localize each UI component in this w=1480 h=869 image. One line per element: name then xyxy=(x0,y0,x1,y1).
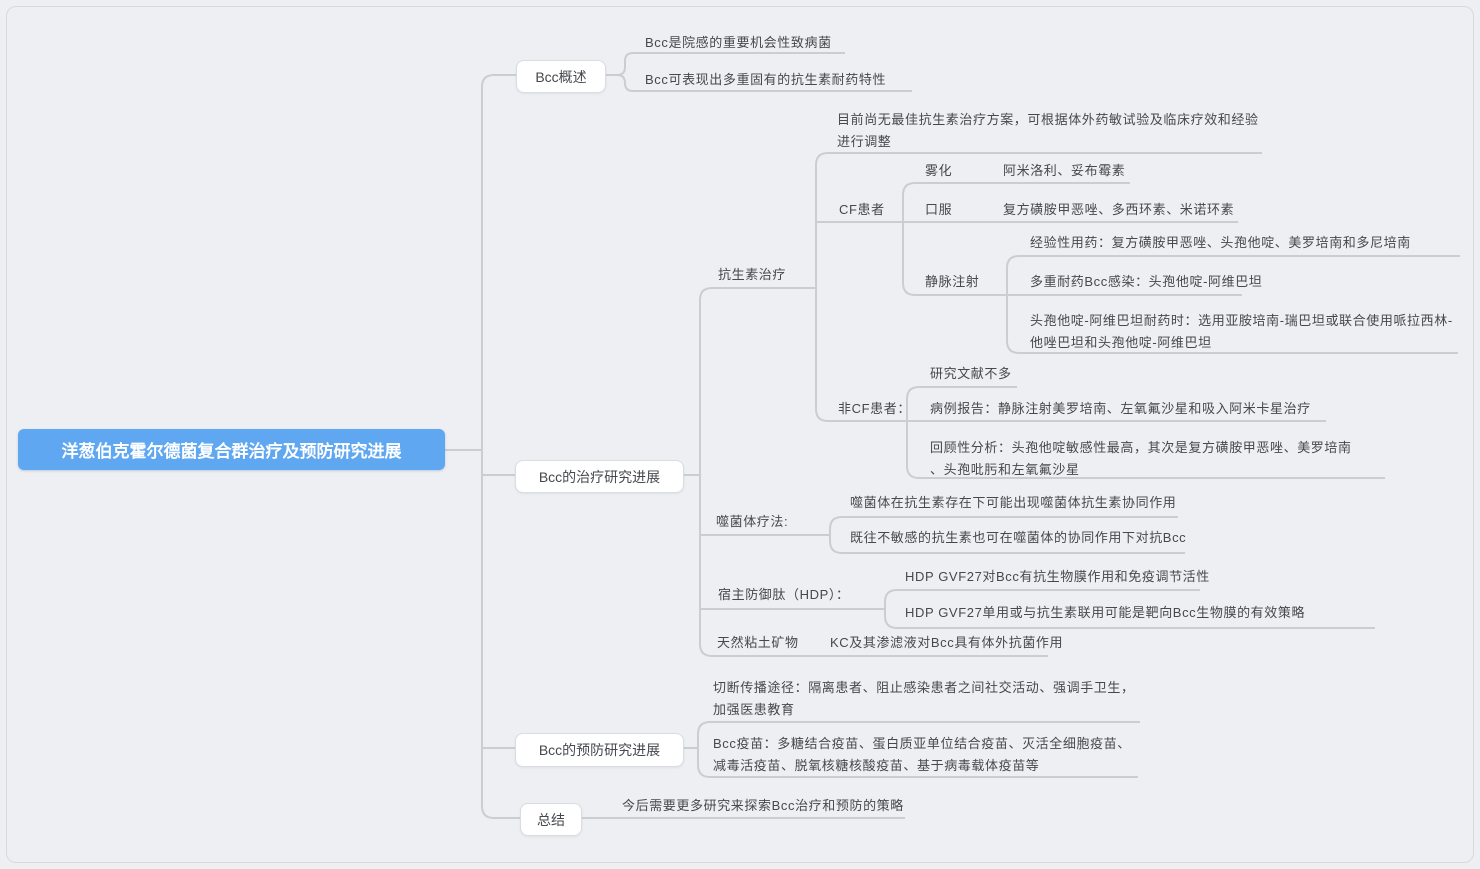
node-iv-resistant-line2: 他唑巴坦和头孢他啶-阿维巴坦 xyxy=(1030,335,1212,350)
node-bcc-resistance[interactable]: Bcc可表现出多重固有的抗生素耐药特性 xyxy=(645,72,887,87)
node-cut-transmission-line1: 切断传播途径：隔离患者、阻止感染患者之间社交活动、强调手卫生， xyxy=(713,680,1135,695)
node-antibiotic-therapy[interactable]: 抗生素治疗 xyxy=(718,267,787,282)
node-hdp-gvf27-strategy[interactable]: HDP GVF27单用或与抗生素联用可能是靶向Bcc生物膜的有效策略 xyxy=(905,605,1306,620)
node-iv-resistant[interactable]: 头孢他啶-阿维巴坦耐药时：选用亚胺培南-瑞巴坦或联合使用哌拉西林- 他唑巴坦和头… xyxy=(1030,310,1453,354)
node-iv-empirical[interactable]: 经验性用药：复方磺胺甲恶唑、头孢他啶、美罗培南和多尼培南 xyxy=(1030,235,1411,250)
branch-overview-topic[interactable]: Bcc概述 xyxy=(516,60,606,93)
branch-prevention-topic[interactable]: Bcc的预防研究进展 xyxy=(515,733,684,767)
node-bcc-vaccine[interactable]: Bcc疫苗：多糖结合疫苗、蛋白质亚单位结合疫苗、灭活全细胞疫苗、 减毒活疫苗、脱… xyxy=(713,733,1131,777)
node-future-research[interactable]: 今后需要更多研究来探索Bcc治疗和预防的策略 xyxy=(622,798,904,813)
node-phage-synergy[interactable]: 噬菌体在抗生素存在下可能出现噬菌体抗生素协同作用 xyxy=(850,495,1177,510)
node-noncf-few-studies[interactable]: 研究文献不多 xyxy=(930,366,1012,381)
node-nebulization[interactable]: 雾化 xyxy=(925,163,953,178)
node-cut-transmission-line2: 加强医患教育 xyxy=(713,702,795,717)
node-nebulization-drugs[interactable]: 阿米洛利、妥布霉素 xyxy=(1003,163,1126,178)
node-phage-therapy[interactable]: 噬菌体疗法: xyxy=(716,514,789,529)
node-antibiotic-note-line2: 进行调整 xyxy=(837,134,892,149)
node-oral-drugs[interactable]: 复方磺胺甲恶唑、多西环素、米诺环素 xyxy=(1003,202,1235,217)
node-antibiotic-note[interactable]: 目前尚无最佳抗生素治疗方案，可根据体外药敏试验及临床疗效和经验 进行调整 xyxy=(837,109,1259,153)
node-noncf-case-report[interactable]: 病例报告：静脉注射美罗培南、左氧氟沙星和吸入阿米卡星治疗 xyxy=(930,401,1311,416)
node-clay-minerals[interactable]: 天然粘土矿物 xyxy=(717,635,799,650)
node-noncf-retrospective-line1: 回顾性分析：头孢他啶敏感性最高，其次是复方磺胺甲恶唑、美罗培南 xyxy=(930,440,1352,455)
branch-treatment-topic[interactable]: Bcc的治疗研究进展 xyxy=(515,460,684,493)
node-hdp-gvf27-effect[interactable]: HDP GVF27对Bcc有抗生物膜作用和免疫调节活性 xyxy=(905,569,1210,584)
node-iv-injection[interactable]: 静脉注射 xyxy=(925,274,980,289)
node-iv-mdr[interactable]: 多重耐药Bcc感染：头孢他啶-阿维巴坦 xyxy=(1030,274,1263,289)
node-clay-kc-effect[interactable]: KC及其渗滤液对Bcc具有体外抗菌作用 xyxy=(830,635,1064,650)
node-cut-transmission[interactable]: 切断传播途径：隔离患者、阻止感染患者之间社交活动、强调手卫生， 加强医患教育 xyxy=(713,677,1135,721)
node-cf-patients[interactable]: CF患者 xyxy=(839,202,885,217)
node-oral[interactable]: 口服 xyxy=(925,202,953,217)
node-bcc-pathogen[interactable]: Bcc是院感的重要机会性致病菌 xyxy=(645,35,832,50)
node-hdp[interactable]: 宿主防御肽（HDP）： xyxy=(718,587,850,602)
node-noncf-patients[interactable]: 非CF患者： xyxy=(838,401,911,416)
node-antibiotic-note-line1: 目前尚无最佳抗生素治疗方案，可根据体外药敏试验及临床疗效和经验 xyxy=(837,112,1259,127)
branch-summary-topic[interactable]: 总结 xyxy=(520,803,582,836)
node-phage-insensitive[interactable]: 既往不敏感的抗生素也可在噬菌体的协同作用下对抗Bcc xyxy=(850,530,1187,545)
root-topic[interactable]: 洋葱伯克霍尔德菌复合群治疗及预防研究进展 xyxy=(18,429,445,470)
node-bcc-vaccine-line2: 减毒活疫苗、脱氧核糖核酸疫苗、基于病毒载体疫苗等 xyxy=(713,758,1040,773)
node-bcc-vaccine-line1: Bcc疫苗：多糖结合疫苗、蛋白质亚单位结合疫苗、灭活全细胞疫苗、 xyxy=(713,736,1131,751)
node-noncf-retrospective-line2: 、头孢吡肟和左氧氟沙星 xyxy=(930,462,1080,477)
node-noncf-retrospective[interactable]: 回顾性分析：头孢他啶敏感性最高，其次是复方磺胺甲恶唑、美罗培南 、头孢吡肟和左氧… xyxy=(930,437,1352,481)
node-iv-resistant-line1: 头孢他啶-阿维巴坦耐药时：选用亚胺培南-瑞巴坦或联合使用哌拉西林- xyxy=(1030,313,1453,328)
